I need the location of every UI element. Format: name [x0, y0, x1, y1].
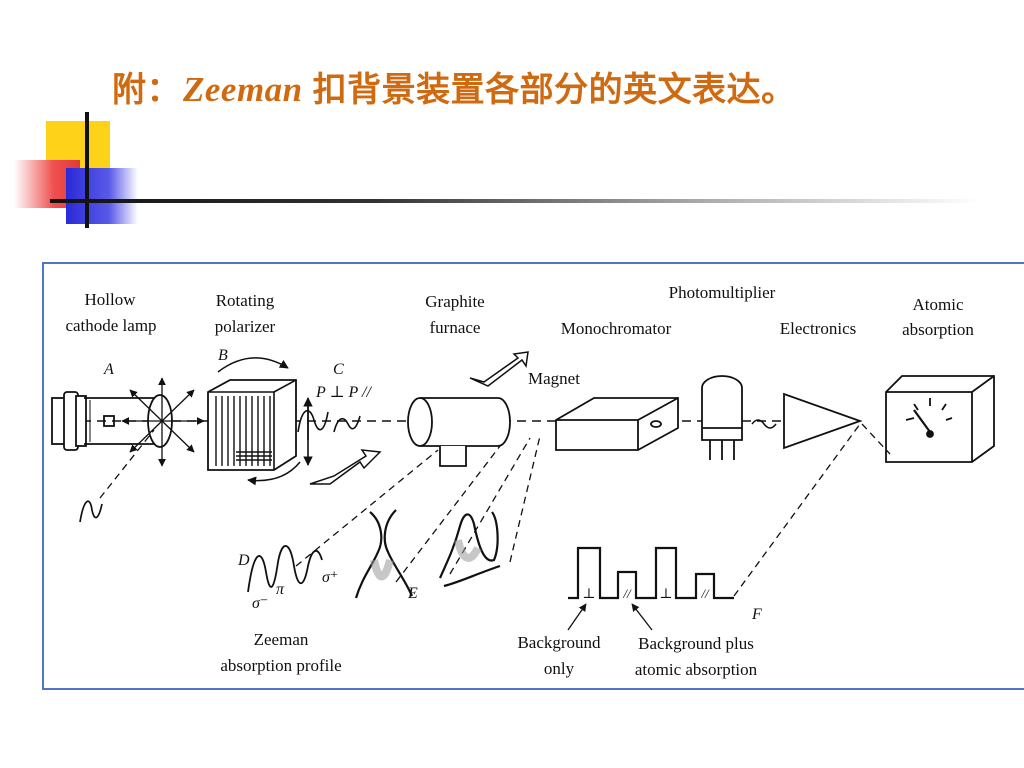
magnet-arrow-bottom	[309, 449, 382, 485]
letter-a: A	[103, 361, 114, 378]
polarizer-grating	[215, 396, 272, 466]
hollow-cathode-lamp	[51, 391, 173, 451]
decor-horizontal-rule	[50, 199, 980, 203]
title-prefix: 附：	[112, 70, 181, 110]
photomultiplier-tube	[701, 375, 743, 460]
signal-tilde	[751, 419, 777, 429]
rotation-arrow-bottom	[247, 461, 301, 486]
symbol-sigma-minus: σ⁻	[252, 595, 268, 612]
polarized-waves	[297, 397, 361, 466]
electronics-amplifier	[783, 392, 863, 450]
symbol-parallel-1: //	[622, 586, 632, 601]
polarization-symbol: P ⊥ P //	[315, 384, 372, 401]
letter-d: D	[237, 552, 250, 569]
title-latin: Zeeman	[183, 70, 303, 109]
label-atomic-1: Atomic	[913, 295, 964, 314]
label-atomic-2: absorption	[902, 320, 974, 339]
crossed-profiles-e	[354, 509, 501, 599]
magnet-arrow-top	[469, 351, 529, 387]
symbol-pi: π	[276, 581, 285, 598]
emission-arrows	[121, 377, 205, 467]
label-electronics: Electronics	[780, 319, 856, 338]
letter-c: C	[333, 361, 344, 378]
pointer-background-only	[567, 603, 587, 631]
label-photomultiplier: Photomultiplier	[669, 283, 776, 302]
decor-vertical-line	[85, 112, 89, 228]
letter-e: E	[407, 585, 418, 602]
pointer-background-plus	[631, 603, 653, 631]
label-magnet: Magnet	[528, 369, 580, 388]
label-zeeman-1: Zeeman	[254, 630, 309, 649]
label-bg-only-2: only	[544, 659, 575, 678]
label-graphite-2: furnace	[430, 318, 481, 337]
decor-blue-square	[66, 168, 138, 224]
label-bg-plus-2: atomic absorption	[635, 660, 758, 679]
label-graphite-1: Graphite	[425, 292, 484, 311]
letter-f: F	[751, 606, 762, 623]
title-suffix: 扣背景装置各部分的英文表达。	[312, 70, 796, 110]
label-bg-only-1: Background	[517, 633, 601, 652]
symbol-sigma-plus: σ⁺	[322, 569, 338, 586]
lamp-emission-profile	[79, 500, 103, 523]
monochromator	[555, 397, 679, 451]
letter-b: B	[218, 347, 228, 364]
graphite-furnace	[407, 397, 511, 467]
atomic-absorption-meter	[885, 375, 995, 463]
label-rotating-2: polarizer	[215, 317, 276, 336]
label-zeeman-2: absorption profile	[220, 656, 341, 675]
signal-train-f	[568, 546, 734, 600]
symbol-parallel-2: //	[700, 586, 710, 601]
label-monochromator: Monochromator	[561, 319, 672, 338]
label-bg-plus-1: Background plus	[638, 634, 754, 653]
rotation-arrow-top	[217, 357, 289, 373]
symbol-perp-2: ⊥	[659, 587, 672, 602]
diagram-frame	[42, 262, 1024, 690]
label-hollow-2: cathode lamp	[65, 316, 156, 335]
label-hollow-1: Hollow	[85, 290, 137, 309]
zeeman-profile-d	[247, 545, 323, 593]
label-rotating-1: Rotating	[216, 291, 275, 310]
symbol-perp-1: ⊥	[582, 587, 595, 602]
